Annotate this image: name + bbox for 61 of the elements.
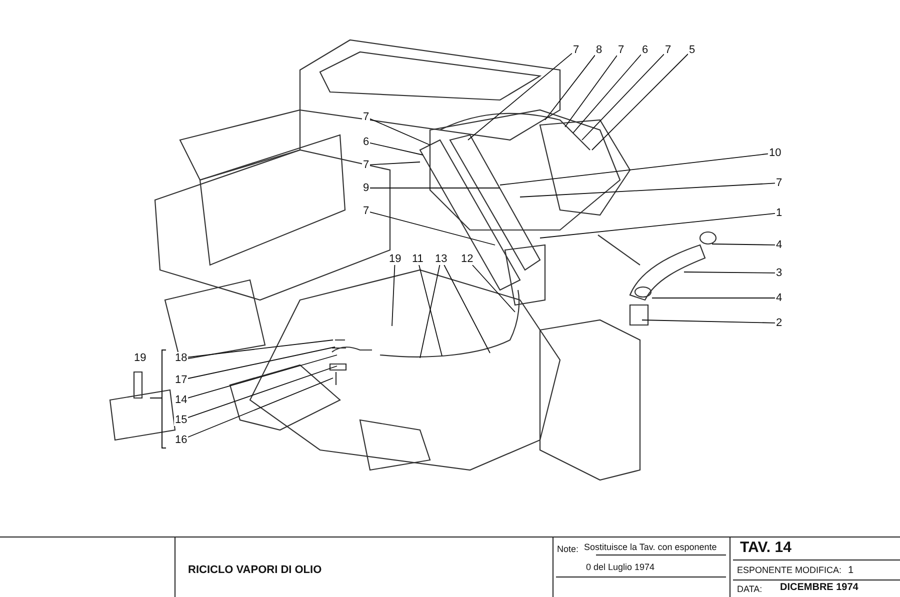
callout-number: 14 (174, 394, 188, 406)
leader-line (472, 264, 516, 312)
leader-line (500, 153, 768, 186)
callout-number: 9 (362, 182, 370, 194)
callout-number: 7 (572, 44, 580, 56)
leader-line (370, 212, 496, 246)
callout-number: 19 (388, 253, 402, 265)
leader-line (540, 212, 776, 238)
note-label: Note: (557, 544, 579, 554)
leader-line (188, 366, 338, 418)
leader-line (684, 272, 776, 274)
callout-number: 2 (775, 317, 784, 329)
field-value: 1 (848, 565, 854, 576)
callout-number: 15 (174, 414, 188, 426)
callout-number: 7 (362, 205, 370, 217)
callout-number: 16 (174, 434, 188, 446)
callout-number: 5 (688, 44, 696, 56)
leader-line (468, 52, 572, 140)
leader-line (188, 354, 338, 398)
callout-number: 13 (434, 253, 448, 265)
leader-line (370, 162, 420, 166)
leader-line (642, 320, 776, 324)
leader-line (520, 182, 776, 198)
leader-line (564, 55, 618, 128)
leader-line (392, 264, 396, 326)
callout-number: 6 (362, 136, 370, 148)
callout-number: 7 (775, 177, 784, 189)
callout-number: 12 (460, 253, 474, 265)
leader-line (572, 54, 642, 134)
callout-number: 6 (641, 44, 650, 56)
callout-number: 4 (775, 292, 784, 304)
callout-number: 1 (775, 207, 784, 219)
leader-line (592, 54, 688, 150)
sheet-number: TAV. 14 (740, 539, 792, 556)
leader-line (582, 54, 664, 140)
note-text: 0 del Luglio 1974 (586, 562, 655, 572)
callout-number: 10 (768, 147, 782, 159)
leader-line (444, 264, 490, 354)
callout-number: 17 (174, 374, 188, 386)
callout-number: 4 (775, 239, 784, 251)
callout-number: 7 (664, 44, 672, 56)
callout-number: 7 (362, 159, 370, 171)
leader-line (188, 378, 334, 438)
leader-line (544, 54, 596, 120)
callout-number: 11 (411, 253, 424, 265)
callout-number: 7 (617, 44, 626, 56)
field-value: DICEMBRE 1974 (780, 582, 858, 593)
note-text: Sostituisce la Tav. con esponente (584, 542, 717, 552)
leader-line (188, 346, 336, 379)
sheet-title: RICICLO VAPORI DI OLIO (188, 564, 322, 576)
leader-line (370, 142, 424, 156)
callout-number: 8 (595, 44, 604, 56)
field-label: ESPONENTE MODIFICA: (737, 565, 842, 575)
leader-line (370, 118, 430, 146)
leader-line (712, 244, 776, 246)
callout-number: 3 (775, 267, 784, 279)
leader-line (188, 340, 334, 358)
callout-number: 19 (134, 352, 146, 364)
callout-number: 18 (174, 352, 188, 364)
callout-number: 7 (362, 111, 370, 123)
field-label: DATA: (737, 584, 762, 594)
